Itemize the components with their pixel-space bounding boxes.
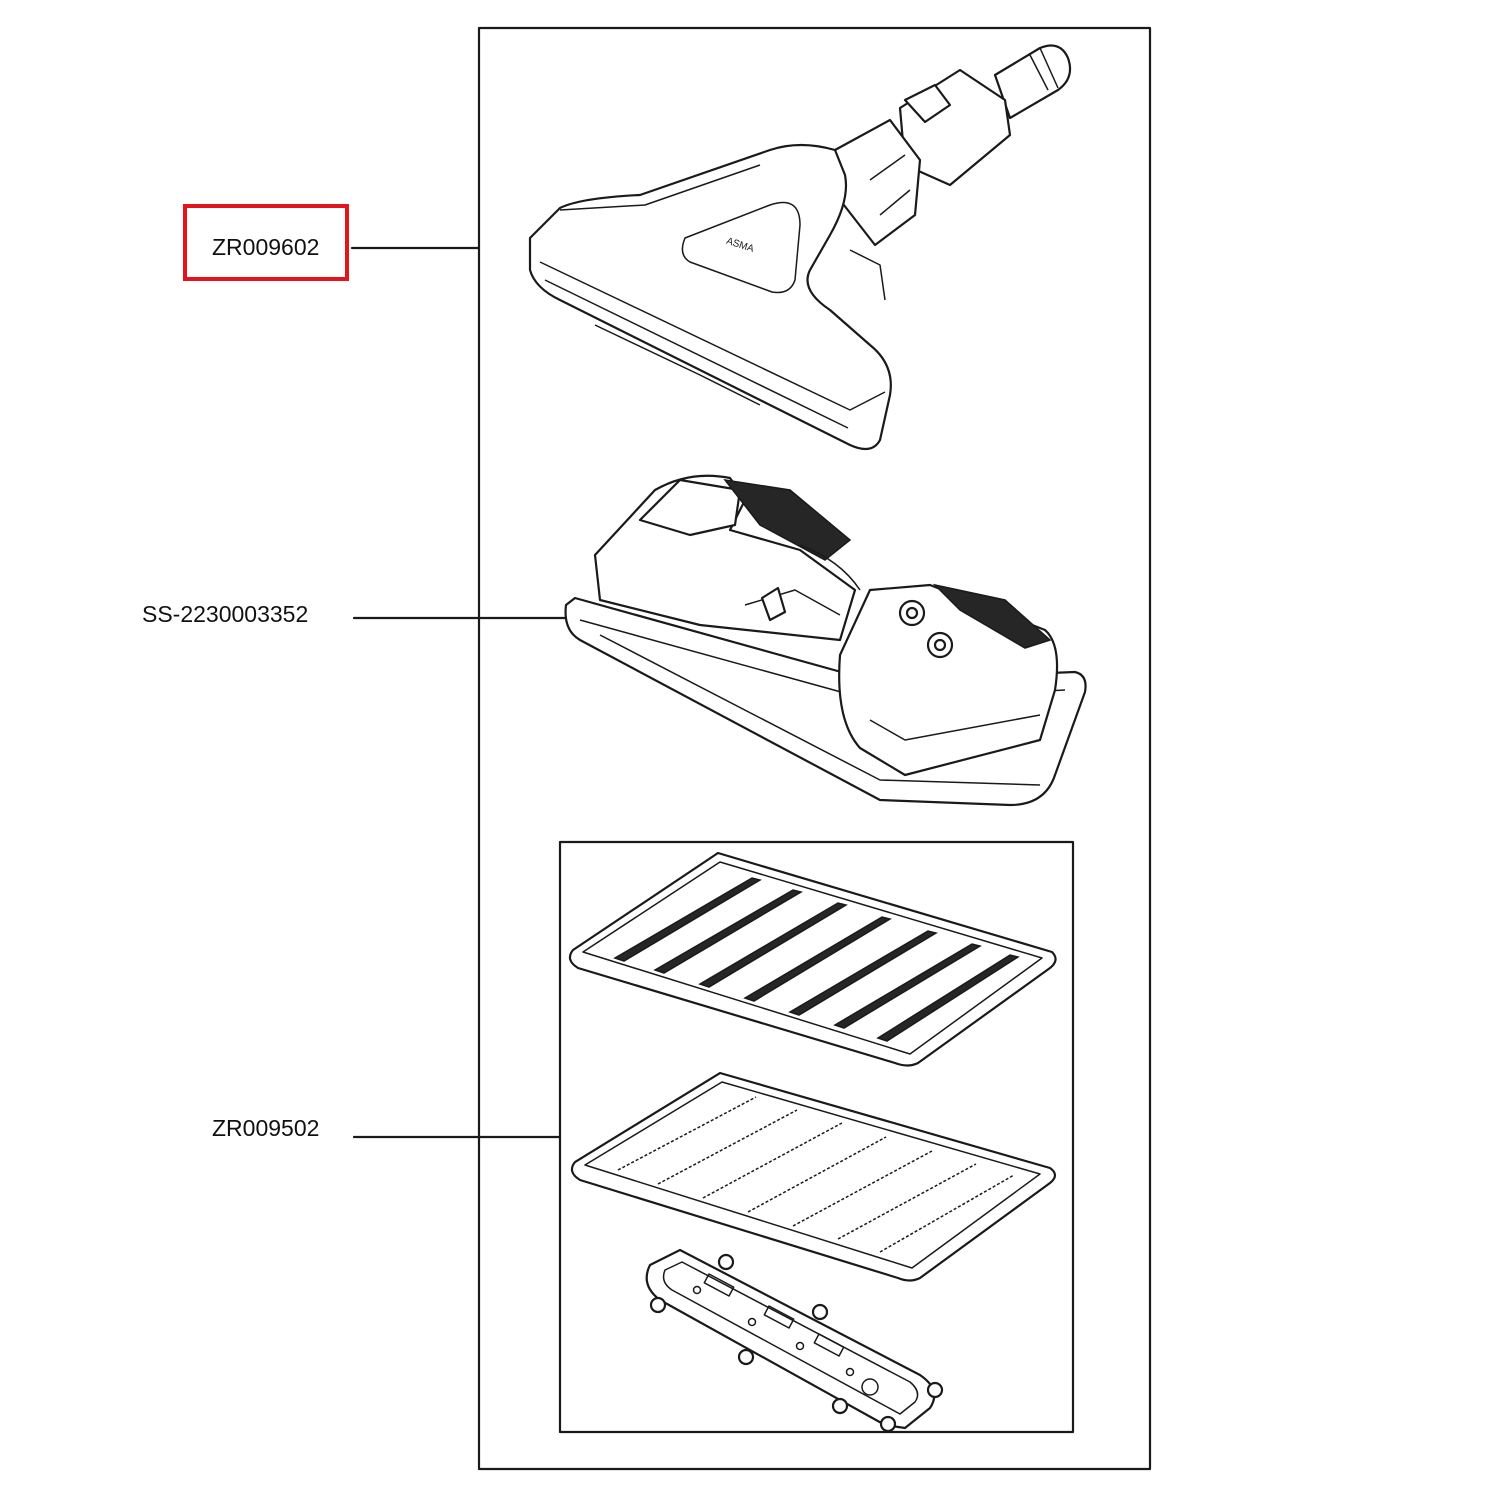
steam-plate-illustration xyxy=(564,474,1087,807)
cloth-pads-illustration xyxy=(568,851,1057,1433)
part-label-nozzle[interactable]: ZR009602 xyxy=(212,234,320,260)
floor-nozzle-illustration: ASMA xyxy=(528,44,1072,451)
highlight-box xyxy=(183,204,349,281)
part-label-cloth-kit[interactable]: ZR009502 xyxy=(212,1115,320,1141)
part-label-steam-plate[interactable]: SS-2230003352 xyxy=(142,601,309,627)
outer-frame xyxy=(477,26,1152,1471)
